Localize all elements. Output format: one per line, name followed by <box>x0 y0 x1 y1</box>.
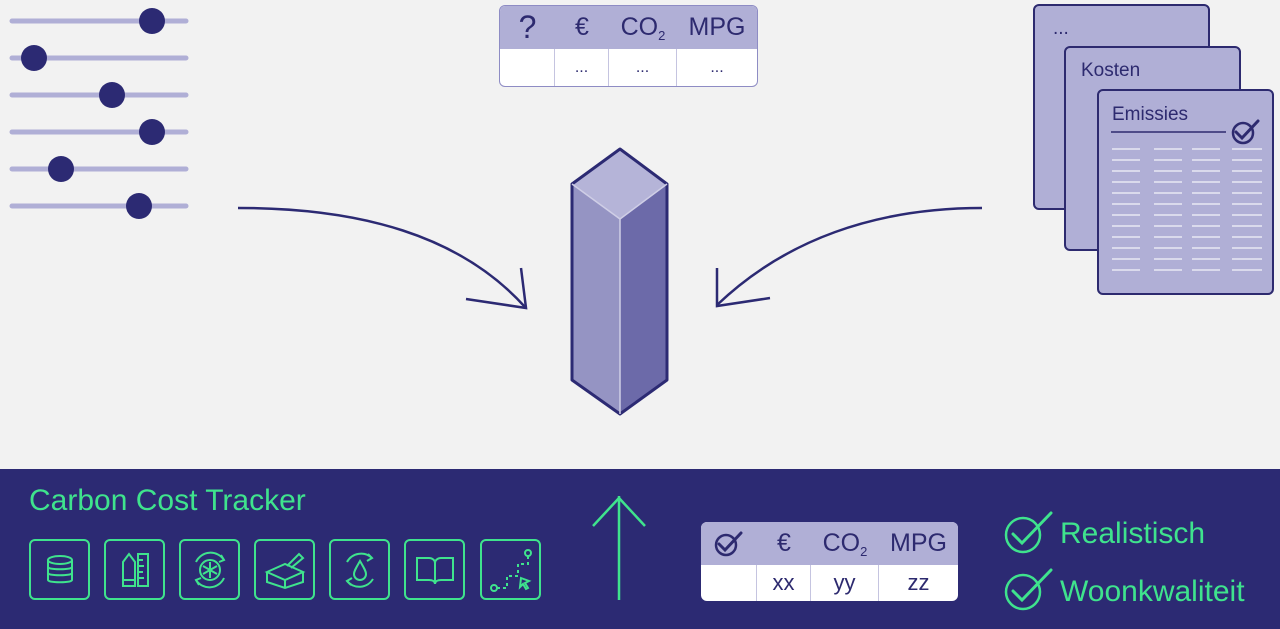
mpg-header: MPG <box>890 529 947 557</box>
water-cycle-icon <box>329 539 390 600</box>
check-circle-icon <box>1231 119 1260 145</box>
mpg-header: MPG <box>688 13 746 41</box>
table-cell: yy <box>811 565 879 601</box>
slider-knob <box>139 119 165 145</box>
arrow-left-curve <box>237 206 528 310</box>
document-label: Emissies <box>1112 104 1189 125</box>
sliders-icon <box>9 8 189 219</box>
document-label: ... <box>1053 18 1069 39</box>
table-cell: ... <box>609 49 677 86</box>
document-emissions: Emissies <box>1097 89 1274 295</box>
arrow-right-curve <box>715 206 983 308</box>
book-icon <box>404 539 465 600</box>
table-cell: zz <box>907 570 930 595</box>
tracker-band <box>0 469 1280 629</box>
check-circle-icon <box>701 522 757 565</box>
tracker-title: Carbon Cost Tracker <box>29 484 306 517</box>
result-living-quality: Woonkwaliteit <box>1060 575 1245 608</box>
data-lines <box>1112 148 1262 271</box>
pencil-ruler-icon <box>104 539 165 600</box>
slider-knob <box>99 82 125 108</box>
table-cell: xx <box>757 565 811 601</box>
slider-knob <box>139 8 165 34</box>
slider-knob <box>48 156 74 182</box>
climate-cycle-icon <box>179 539 240 600</box>
table-cell: ... <box>710 58 724 76</box>
pillar-icon <box>570 147 669 416</box>
building-materials-icon <box>254 539 315 600</box>
result-realistic: Realistisch <box>1060 517 1206 550</box>
up-arrow-icon <box>592 496 646 600</box>
slider-knob <box>21 45 47 71</box>
database-icon <box>29 539 90 600</box>
question-header: ? <box>518 9 537 45</box>
path-flow-icon <box>480 539 541 600</box>
slider-knob <box>126 193 152 219</box>
euro-header: € <box>777 529 791 557</box>
table-cell <box>500 49 555 86</box>
table-cell: ... <box>555 49 609 86</box>
euro-header: € <box>575 13 589 41</box>
check-circle-icon <box>1004 568 1053 611</box>
title-underline <box>1111 131 1226 133</box>
document-label: Kosten <box>1081 60 1141 81</box>
table-cell <box>701 565 757 601</box>
check-circle-icon <box>1004 511 1053 554</box>
